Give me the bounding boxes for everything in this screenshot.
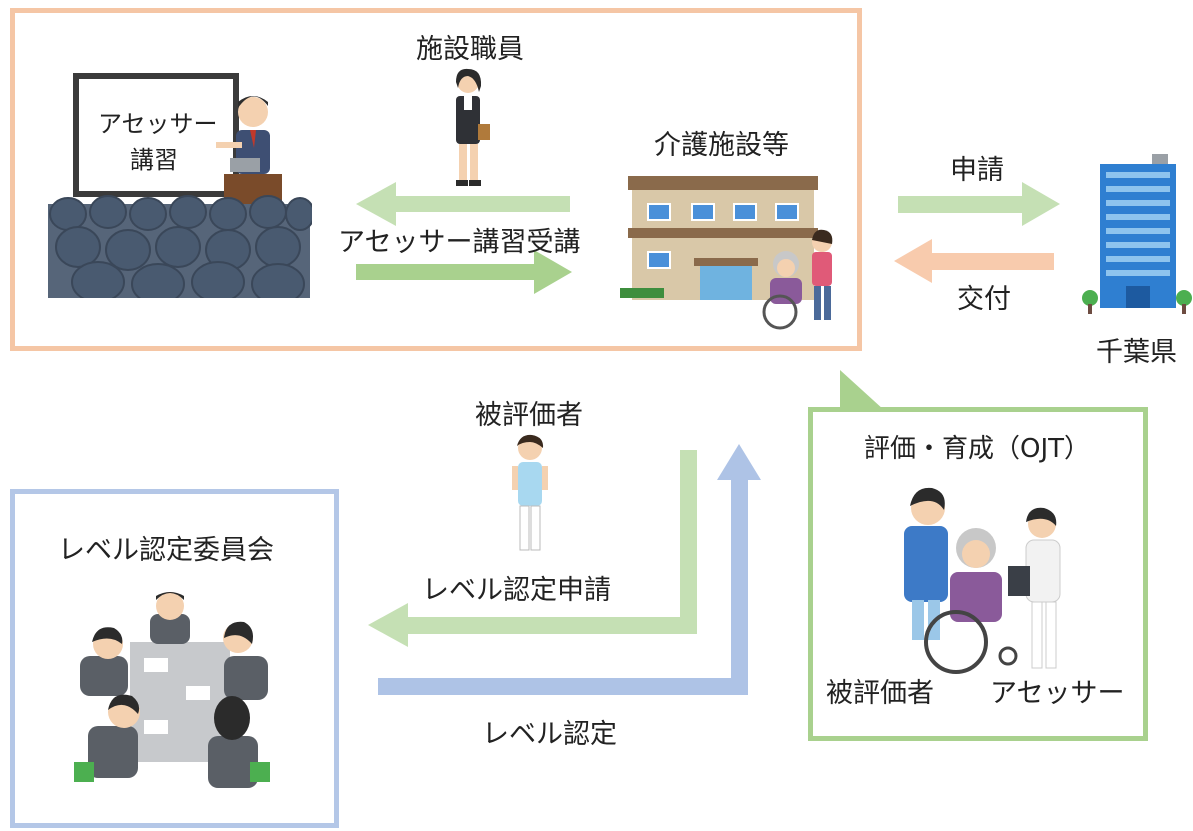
lecture-illustration	[48, 73, 312, 298]
apply-label: 申請	[950, 155, 1004, 186]
facility-label: 介護施設等	[654, 130, 789, 161]
arrow-level-apply	[368, 450, 697, 647]
level-cert-label: レベル認定	[482, 719, 617, 750]
staff-person-icon	[456, 68, 490, 186]
arrow-to-lecture	[356, 182, 570, 226]
lecture-board-line2: 講習	[130, 146, 178, 174]
assessor-label: アセッサー	[990, 678, 1125, 709]
evaluatee-top-label: 被評価者	[475, 400, 583, 431]
arrow-apply	[898, 182, 1060, 226]
evaluatee-bottom-label: 被評価者	[826, 678, 934, 709]
committee-meeting-illustration	[74, 592, 270, 788]
ojt-frame	[808, 407, 1148, 741]
prefecture-building-icon	[1082, 154, 1192, 314]
arrow-level-cert	[378, 444, 761, 695]
evaluatee-person-icon	[512, 434, 548, 551]
lecture-board-line1: アセッサー	[98, 110, 218, 138]
ojt-label: 評価・育成（OJT）	[864, 434, 1091, 464]
facility-building-illustration	[620, 176, 833, 330]
arrow-issue	[894, 239, 1054, 283]
attend-label: アセッサー講習受講	[338, 227, 581, 258]
level-apply-label: レベル認定申請	[422, 575, 611, 606]
ojt-care-illustration	[904, 487, 1061, 674]
issue-label: 交付	[957, 284, 1011, 315]
training-frame	[10, 8, 862, 351]
prefecture-label: 千葉県	[1096, 337, 1177, 368]
committee-frame	[10, 489, 339, 828]
ojt-frame-notch	[840, 370, 884, 410]
committee-label: レベル認定委員会	[58, 535, 274, 566]
arrow-to-facility	[356, 250, 572, 294]
staff-label: 施設職員	[416, 34, 524, 65]
